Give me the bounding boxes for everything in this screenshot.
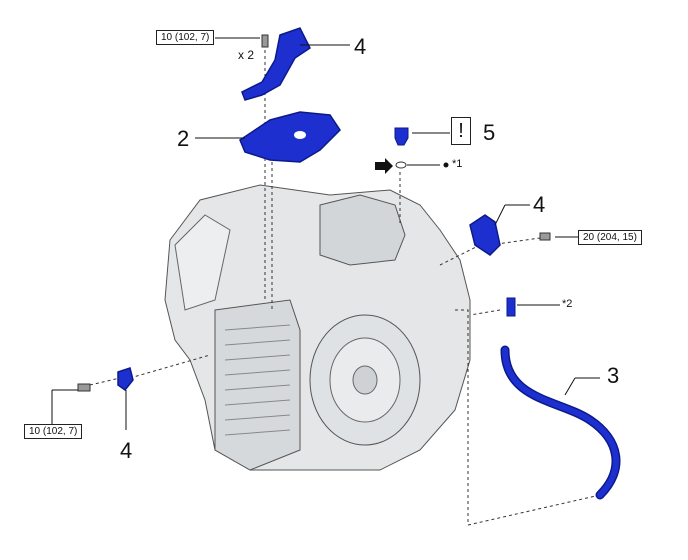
- left-sensor-bracket-part: [77, 367, 134, 392]
- torque-spec-top-text: 10 (102, 7): [161, 32, 210, 43]
- torque-spec-left-text: 10 (102, 7): [29, 426, 78, 437]
- transmission-assembly: [164, 184, 471, 471]
- note-2-marker: *2: [562, 298, 573, 310]
- callout-left-sensor-bracket: 4: [120, 438, 133, 463]
- torque-spec-box-right: 20 (204, 15): [578, 230, 642, 245]
- note-1-marker: *1: [452, 158, 463, 170]
- leader-lines: [51, 37, 600, 430]
- quantity-label: x 2: [238, 48, 255, 62]
- torque-spec-box-left: 10 (102, 7): [24, 424, 83, 439]
- caution-plug-part: [394, 127, 409, 169]
- callout-shift-bracket-plate: 2: [177, 126, 190, 151]
- bullet-icon: [443, 162, 449, 168]
- caution-symbol: !: [458, 120, 464, 142]
- right-sensor-bracket-part: [469, 214, 551, 256]
- arrow-right-icon: [375, 158, 393, 174]
- callout-right-sensor-bracket: 4: [533, 192, 546, 217]
- assembly-guide-lines: [89, 50, 601, 526]
- caution-icon: !: [451, 117, 471, 145]
- top-bracket-part: [241, 27, 311, 101]
- callout-top-bracket: 4: [354, 34, 367, 59]
- callout-harness-hose: 3: [607, 363, 620, 388]
- torque-spec-right-text: 20 (204, 15): [583, 232, 637, 243]
- torque-spec-box-top: 10 (102, 7): [156, 30, 215, 45]
- callout-caution-part: 5: [483, 120, 496, 145]
- shift-bracket-plate-part: [239, 111, 341, 163]
- harness-hose-part: [500, 297, 621, 500]
